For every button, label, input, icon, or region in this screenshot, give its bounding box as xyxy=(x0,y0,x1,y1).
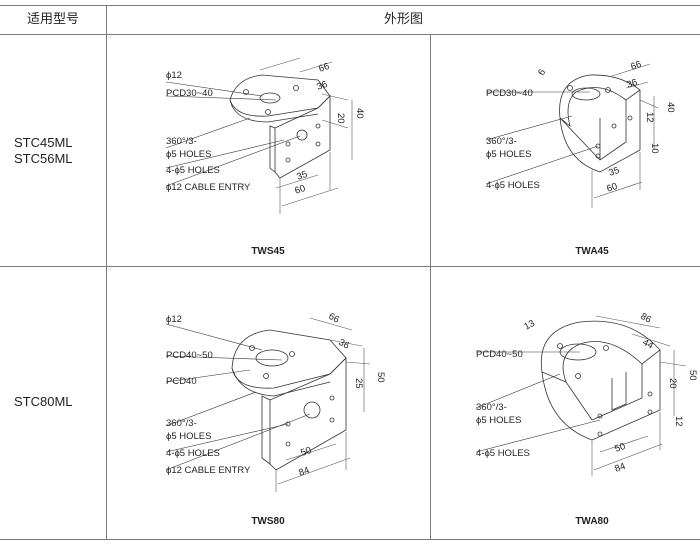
dim-36: 36 xyxy=(625,77,639,91)
dim-66: 66 xyxy=(327,311,342,326)
row-divider xyxy=(0,266,700,267)
caption-tws80: TWS80 xyxy=(251,516,285,527)
label-deg: 360°/3- xyxy=(486,136,517,147)
dim-66: 66 xyxy=(629,59,643,73)
dim-35: 35 xyxy=(295,169,309,183)
dim-20: 20 xyxy=(667,378,678,389)
model-stc45ml: STC45ML xyxy=(14,135,73,150)
model-stc56ml: STC56ML xyxy=(14,151,73,166)
label-cable: ϕ12 CABLE ENTRY xyxy=(166,465,251,476)
label-phi12: ϕ12 xyxy=(166,314,182,325)
dim-6: 6 xyxy=(536,67,548,77)
dim-84: 84 xyxy=(613,461,627,475)
header-divider xyxy=(0,34,700,35)
dim-35: 35 xyxy=(607,165,621,179)
caption-twa45: TWA45 xyxy=(575,246,609,257)
dim-50: 50 xyxy=(613,441,627,455)
drawing-tws45: ϕ12 PCD30~40 360°/3- ϕ5 HOLES 4-ϕ5 HOLES… xyxy=(165,57,365,214)
dim-10: 10 xyxy=(649,143,660,154)
label-deg: 360°/3- xyxy=(166,418,197,429)
label-pcd: PCD30~40 xyxy=(486,88,533,99)
dim-86: 86 xyxy=(639,311,654,326)
column-divider-model xyxy=(106,5,107,540)
dim-20: 20 xyxy=(335,113,346,124)
dim-12: 12 xyxy=(644,112,655,123)
label-phi12: ϕ12 xyxy=(166,70,182,81)
caption-twa80: TWA80 xyxy=(575,516,609,527)
dim-50v: 50 xyxy=(375,372,386,383)
model-stc80ml: STC80ML xyxy=(14,394,73,409)
dim-40: 40 xyxy=(354,108,365,119)
dim-66: 66 xyxy=(317,61,331,75)
label-pcd2: PCD40 xyxy=(166,376,197,387)
caption-tws45: TWS45 xyxy=(251,246,285,257)
dim-84: 84 xyxy=(297,465,311,479)
dim-50v: 50 xyxy=(687,370,698,381)
label-deg: 360°/3- xyxy=(476,402,507,413)
header-drawing: 外形图 xyxy=(383,11,423,26)
drawing-twa45: PCD30~40 360°/3- ϕ5 HOLES 4-ϕ5 HOLES 6 6… xyxy=(485,59,676,208)
label-deg: 360°/3- xyxy=(166,136,197,147)
label-holes4: 4-ϕ5 HOLES xyxy=(476,448,530,459)
label-pcd: PCD30~40 xyxy=(166,88,213,99)
dim-36: 36 xyxy=(337,337,352,352)
label-holes4: 4-ϕ5 HOLES xyxy=(166,165,220,176)
label-pcd: PCD40~50 xyxy=(166,350,213,361)
dim-60: 60 xyxy=(293,183,307,197)
column-divider-drawings xyxy=(430,34,431,540)
dim-60: 60 xyxy=(605,181,619,195)
dim-13: 13 xyxy=(522,318,537,333)
dim-12: 12 xyxy=(673,416,684,427)
label-cable: ϕ12 CABLE ENTRY xyxy=(166,182,251,193)
label-pcd: PCD40~50 xyxy=(476,349,523,360)
label-holes5: ϕ5 HOLES xyxy=(486,149,531,160)
label-holes4: 4-ϕ5 HOLES xyxy=(486,180,540,191)
drawing-twa80: PCD40~50 360°/3- ϕ5 HOLES 4-ϕ5 HOLES 13 … xyxy=(475,311,698,476)
dim-44: 44 xyxy=(641,337,656,352)
dim-36: 36 xyxy=(315,79,329,93)
dim-50: 50 xyxy=(299,445,313,459)
header-model: 适用型号 xyxy=(26,11,79,26)
label-holes5: ϕ5 HOLES xyxy=(166,149,211,160)
label-holes5: ϕ5 HOLES xyxy=(166,431,211,442)
label-holes4: 4-ϕ5 HOLES xyxy=(166,448,220,459)
dim-40: 40 xyxy=(665,102,676,113)
dim-25: 25 xyxy=(353,378,364,389)
table-border-bottom xyxy=(0,539,700,540)
drawing-tws80: ϕ12 PCD40~50 PCD40 360°/3- ϕ5 HOLES 4-ϕ5… xyxy=(165,311,386,492)
label-holes5: ϕ5 HOLES xyxy=(476,415,521,426)
table-border-top xyxy=(0,5,700,6)
